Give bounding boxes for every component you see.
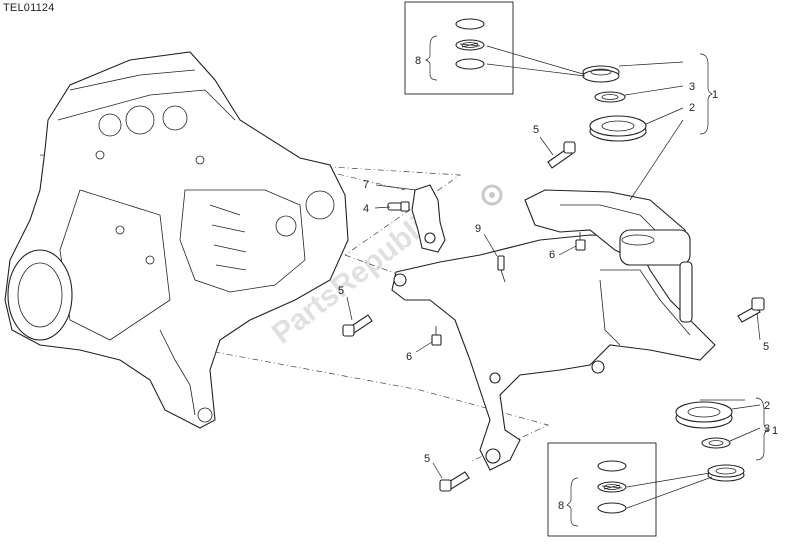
label-8-bottom: 8 bbox=[558, 500, 564, 512]
label-5-right: 5 bbox=[763, 341, 769, 353]
bolt-5-left bbox=[342, 314, 373, 337]
leader-lines bbox=[346, 45, 769, 509]
label-2-bottom: 2 bbox=[764, 400, 770, 412]
label-3-bottom: 3 bbox=[764, 423, 770, 435]
bottom-bearing-stack bbox=[675, 401, 745, 482]
label-5-bottom: 5 bbox=[424, 453, 430, 465]
label-6-mid: 6 bbox=[549, 249, 555, 261]
label-9: 9 bbox=[475, 223, 481, 235]
label-3-top: 3 bbox=[689, 81, 695, 93]
bracket-part bbox=[411, 184, 446, 253]
label-7: 7 bbox=[363, 179, 369, 191]
nut-6-left bbox=[431, 326, 442, 346]
label-5-top: 5 bbox=[533, 124, 539, 136]
bolt-4 bbox=[387, 201, 410, 212]
inset-box-bottom bbox=[547, 442, 657, 537]
pin-9 bbox=[497, 255, 506, 283]
top-bearing-stack bbox=[582, 65, 655, 246]
bolt-5-bottom bbox=[439, 471, 470, 492]
label-8-top: 8 bbox=[415, 55, 421, 67]
label-1-top: 1 bbox=[712, 89, 718, 101]
label-6-left: 6 bbox=[406, 351, 412, 363]
frame bbox=[391, 189, 716, 471]
inset-box-top bbox=[404, 1, 514, 95]
nut-6-mid bbox=[575, 232, 586, 251]
label-5-left: 5 bbox=[338, 285, 344, 297]
part-labels: 1 2 3 5 7 4 9 6 5 6 5 2 3 1 5 8 8 bbox=[338, 55, 778, 512]
watermark-gear-icon bbox=[481, 184, 503, 206]
label-2-top: 2 bbox=[689, 102, 695, 114]
engine-block bbox=[4, 51, 349, 429]
bolt-5-right bbox=[737, 297, 765, 323]
label-1-bottom: 1 bbox=[772, 425, 778, 437]
label-4: 4 bbox=[363, 203, 369, 215]
bolt-5-top bbox=[547, 141, 576, 169]
diagram-code: TEL01124 bbox=[3, 2, 55, 14]
